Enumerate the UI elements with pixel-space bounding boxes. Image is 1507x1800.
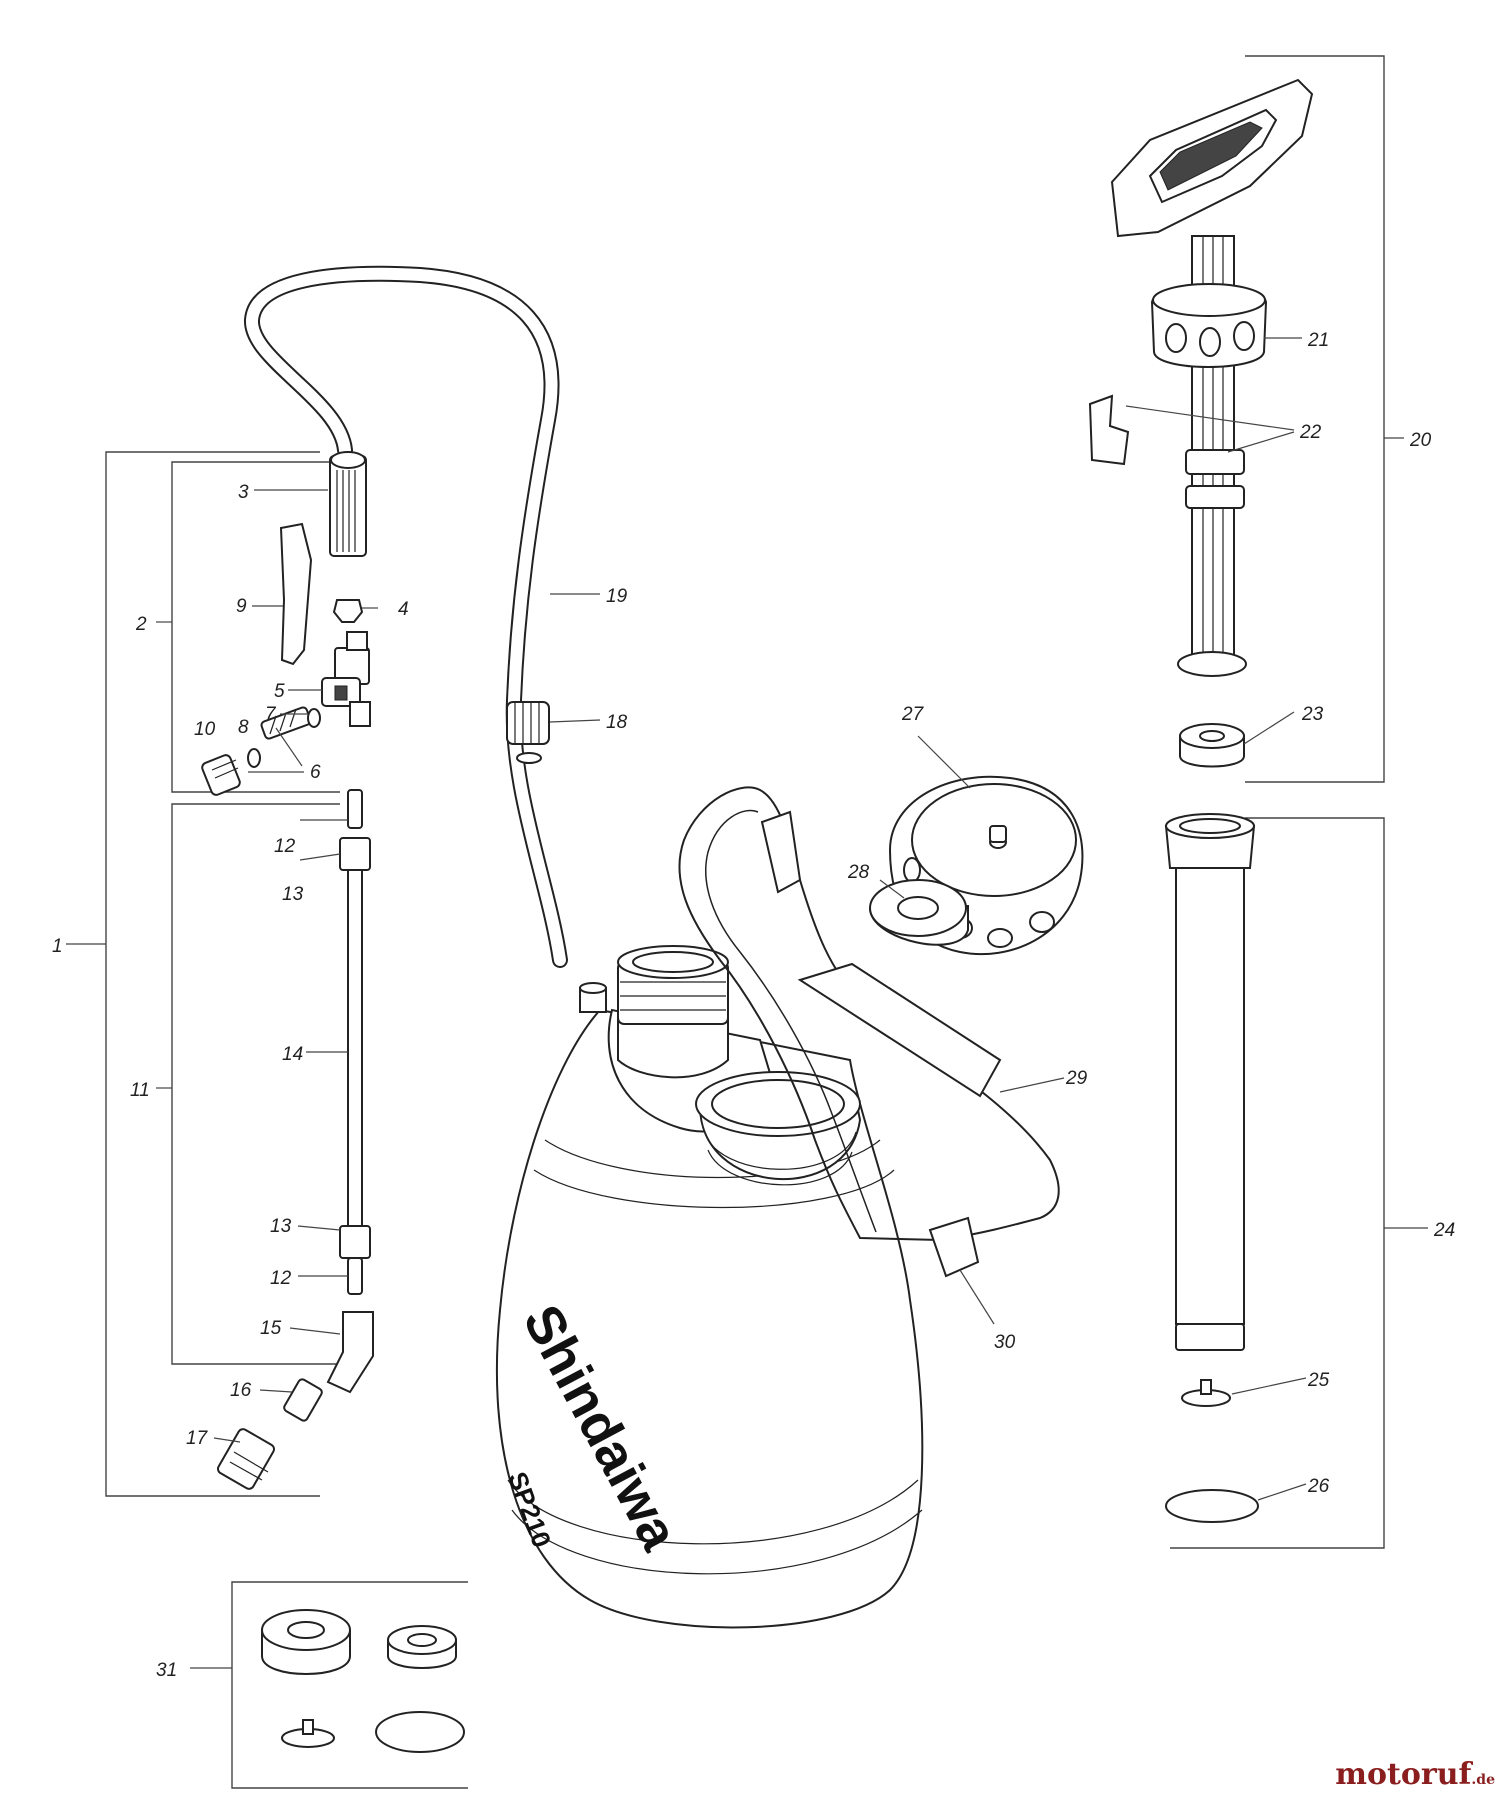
cap-10 [201,754,241,796]
parts-set-o-ring [375,1711,465,1753]
watermark-name: motoruf [1335,1757,1472,1792]
rod-disc [1177,651,1247,677]
callout-29: 29 [1065,1068,1088,1089]
tank: Shindaiwa SP210 [495,945,924,1629]
callout-27: 27 [901,704,925,725]
bracket-1 [105,451,320,1497]
bracket-31 [231,1581,468,1789]
valve-body [321,631,371,727]
callout-13-top: 13 [282,884,304,905]
elbow [326,1311,374,1394]
callout-31: 31 [156,1660,177,1681]
parts-set-seal-small [387,1625,457,1669]
callout-8: 8 [238,717,249,738]
pump-seal [1179,723,1245,768]
clip-right [1185,449,1245,509]
callout-6: 6 [310,762,321,783]
callout-7: 7 [265,704,277,725]
callout-17: 17 [186,1428,209,1449]
parts-set-seal-large [261,1609,351,1675]
cap-seal [868,879,969,946]
callout-28: 28 [847,862,870,883]
bracket-20 [1245,55,1385,783]
o-ring-8 [247,748,261,768]
callout-13-bottom: 13 [270,1216,292,1237]
callout-25: 25 [1307,1370,1330,1391]
nut-top [339,837,371,871]
bracket-24 [1170,817,1385,1549]
callout-12-bottom: 12 [270,1268,292,1289]
callout-21: 21 [1307,330,1329,351]
callout-26: 26 [1307,1476,1330,1497]
callout-labels: 1 2 3 4 5 6 7 8 9 10 11 12 13 14 13 12 1… [52,330,1455,1681]
nozzle [217,1428,275,1490]
callout-1: 1 [52,936,63,957]
parts-set [261,1609,465,1753]
callout-23: 23 [1301,704,1324,725]
bracket-2 [171,461,340,793]
hose [244,265,568,968]
filter [283,1378,323,1422]
strap-buckle-upper [760,810,802,894]
callout-12-top: 12 [274,836,296,857]
callout-11: 11 [130,1080,150,1101]
clip-left [1088,394,1130,466]
callout-18: 18 [606,712,628,733]
watermark-tld: .de [1471,1772,1495,1788]
wand-tube [347,869,363,1227]
callout-15: 15 [260,1318,282,1339]
group-brackets [105,55,1385,1789]
watermark-logo: motoruf.de [1335,1757,1495,1792]
callout-20: 20 [1409,430,1432,451]
callout-30: 30 [994,1332,1016,1353]
callout-4: 4 [398,599,409,620]
parts-set-valve [281,1719,335,1748]
callout-14: 14 [282,1044,303,1065]
connector-bottom [347,1257,363,1295]
tank-pump-port [695,1071,862,1186]
callout-16: 16 [230,1380,252,1401]
callout-3: 3 [238,482,249,503]
callout-24: 24 [1433,1220,1455,1241]
wand-parts [201,451,374,1490]
callout-10: 10 [194,719,216,740]
pump-o-ring [1165,1489,1259,1523]
nut-bottom [339,1225,371,1259]
callout-9: 9 [236,596,247,617]
callout-2: 2 [135,614,147,635]
bracket-11 [171,803,340,1365]
grip [329,451,367,557]
pump-collar [1150,283,1268,368]
pump-handle [1110,78,1314,238]
callout-5: 5 [274,681,285,702]
connector-top [347,789,363,829]
strap-buckle [928,1216,980,1278]
tank-filler-neck [617,945,729,1025]
hose-nut [506,701,550,764]
small-nut [332,599,364,623]
tank-pressure-valve [579,982,607,1013]
callout-19: 19 [606,586,628,607]
trigger-lever [279,522,313,666]
callout-22: 22 [1299,422,1322,443]
check-valve [1181,1379,1231,1407]
pump-parts [1088,78,1314,1523]
pump-cylinder [1164,813,1256,1351]
leader-lines [66,337,1428,1669]
shoulder-strap [678,786,1060,1278]
o-ring-7 [307,708,321,728]
